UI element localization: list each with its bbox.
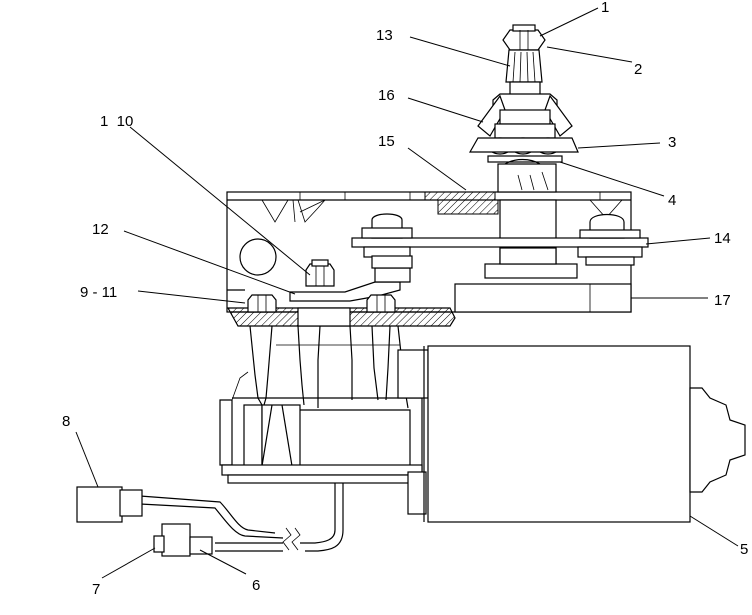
callout-1-top: 1: [601, 0, 609, 16]
electric-motor: [423, 345, 746, 523]
callout-1-10: 1 10: [100, 113, 133, 130]
callout-6: 6: [252, 577, 260, 594]
spindle-stack: [468, 24, 579, 279]
callout-9-11: 9 - 11: [80, 284, 117, 301]
mounting-bolts: [247, 294, 396, 327]
callout-13: 13: [376, 27, 393, 44]
callout-14: 14: [714, 230, 731, 247]
callout-16: 16: [378, 87, 395, 104]
callout-2: 2: [634, 61, 642, 78]
callout-labels: 1 2 3 4 5 6 7 8 9 - 11 1 10 12 13 14 15 …: [62, 0, 748, 598]
wiring-harness: [76, 483, 344, 557]
leader-lines: [75, 7, 739, 579]
callout-12: 12: [92, 221, 109, 238]
crank-arm: [289, 213, 649, 302]
callout-17: 17: [714, 292, 731, 309]
callout-5: 5: [740, 541, 748, 558]
callout-7: 7: [92, 581, 100, 598]
callout-8: 8: [62, 413, 70, 430]
mounting-frame: [226, 191, 632, 313]
gearbox-housing: [219, 325, 429, 515]
callout-15: 15: [378, 133, 395, 150]
callout-4: 4: [668, 192, 676, 209]
callout-3: 3: [668, 134, 676, 151]
